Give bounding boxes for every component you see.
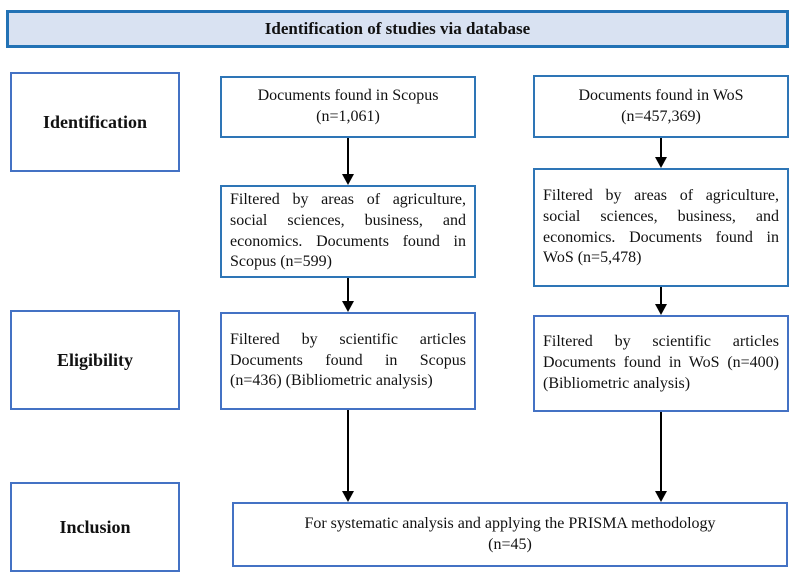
stage-label-identification: Identification [10,72,180,172]
arrow-scopus-1-icon [342,138,354,185]
scopus-documents-found-box: Documents found in Scopus (n=1,061) [220,76,476,138]
stage-label-text: Identification [42,111,147,132]
diagram-title: Identification of studies via database [264,19,531,38]
scopus-scientific-articles-text: Filtered by scientific articles Document… [230,330,466,390]
arrow-wos-1-icon [655,138,667,168]
arrow-scopus-2-icon [342,278,354,312]
scopus-documents-found-text: Documents found in Scopus (n=1,061) [257,87,439,125]
stage-label-eligibility: Eligibility [10,310,180,410]
wos-filtered-areas-box: Filtered by areas of agriculture, social… [533,168,789,287]
wos-documents-found-box: Documents found in WoS (n=457,369) [533,75,789,138]
stage-label-text: Eligibility [56,349,134,370]
scopus-filtered-areas-text: Filtered by areas of agriculture, social… [230,190,466,271]
scopus-filtered-areas-box: Filtered by areas of agriculture, social… [220,185,476,278]
arrow-wos-2-icon [655,287,667,315]
arrow-scopus-3-icon [342,410,354,502]
systematic-analysis-text: For systematic analysis and applying the… [304,514,716,553]
stage-label-inclusion: Inclusion [10,482,180,572]
wos-scientific-articles-text: Filtered by scientific articles Document… [543,333,779,392]
stage-label-text: Inclusion [59,516,131,537]
scopus-scientific-articles-box: Filtered by scientific articles Document… [220,312,476,410]
wos-documents-found-text: Documents found in WoS (n=457,369) [578,86,744,125]
arrow-wos-3-icon [655,412,667,502]
wos-scientific-articles-box: Filtered by scientific articles Document… [533,315,789,412]
wos-filtered-areas-text: Filtered by areas of agriculture, social… [543,186,779,267]
diagram-title-banner: Identification of studies via database [6,10,789,48]
systematic-analysis-box: For systematic analysis and applying the… [232,502,788,567]
